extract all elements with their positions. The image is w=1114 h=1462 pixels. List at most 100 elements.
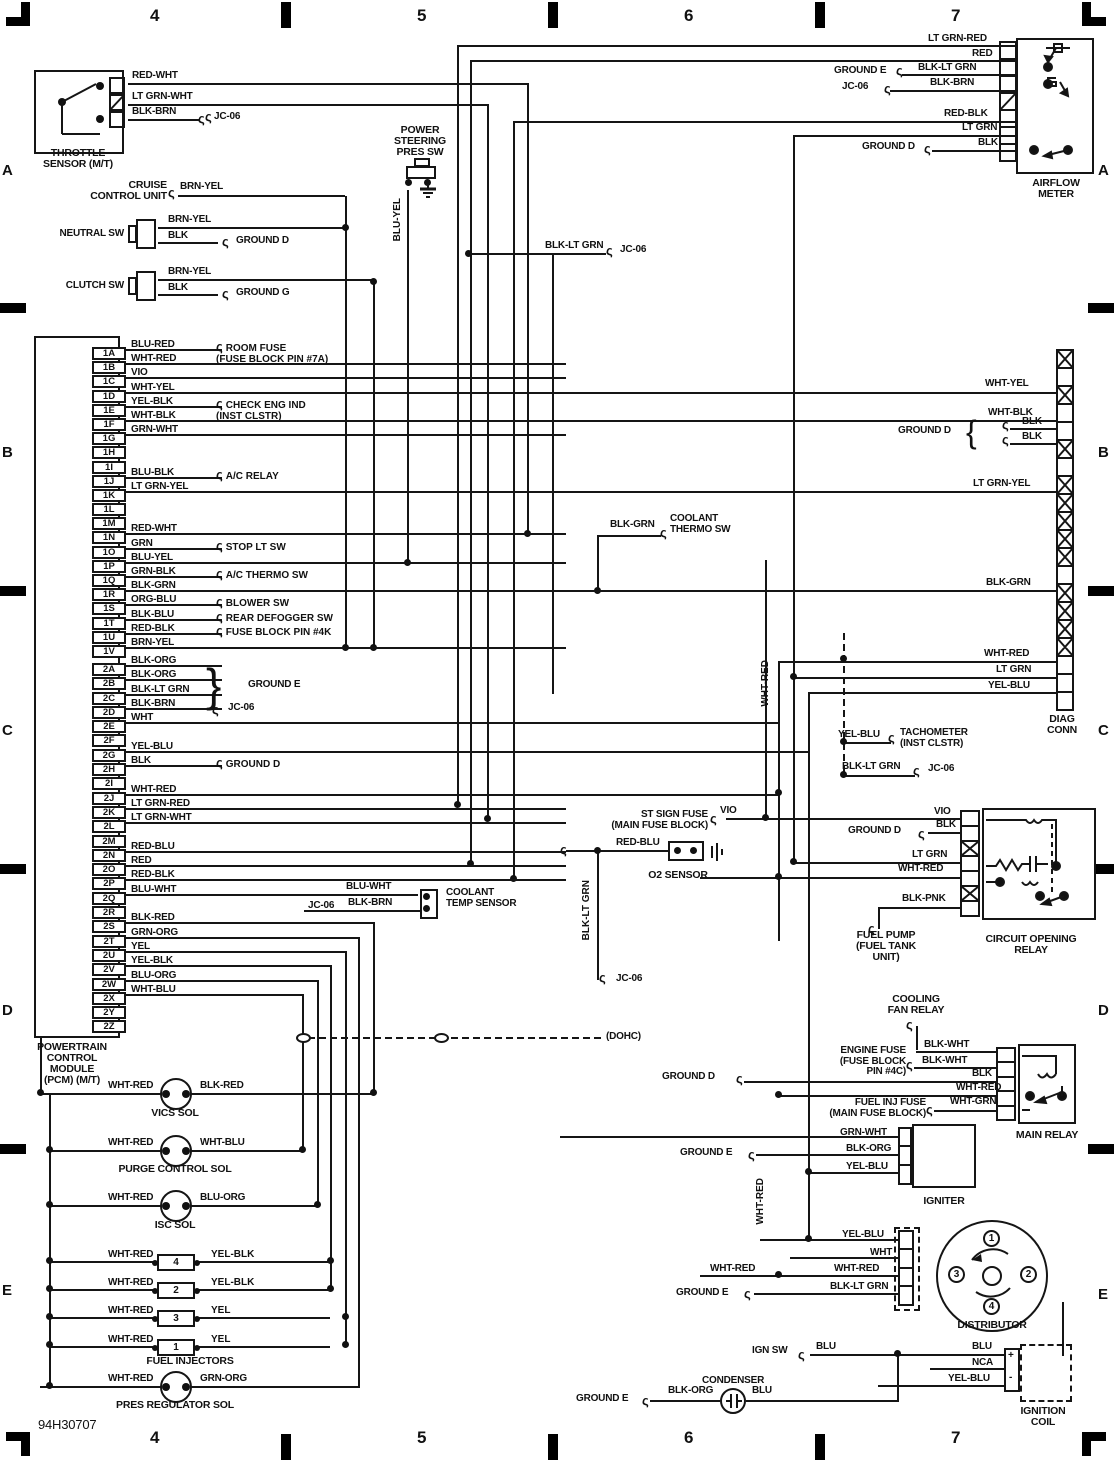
pcm-pin-id: 1T — [92, 616, 126, 630]
wire-label: BLK-LT GRN — [545, 240, 604, 251]
isc-solenoid-symbol — [160, 1190, 192, 1222]
wire-label: WHT-RED — [108, 1137, 154, 1148]
pcm-pin-row: 1T BLK-BLU REAR DEFOGGER SW — [92, 609, 712, 631]
wire-segment — [765, 560, 767, 820]
wire-destination-label: GROUND D — [216, 755, 280, 770]
wire-label: BLK — [168, 230, 188, 241]
connector-squiggle — [906, 1020, 913, 1030]
ground-label: GROUND D — [862, 141, 915, 152]
wire-color-label: GRN — [131, 537, 153, 549]
pcm-pin-id: 1M — [92, 517, 126, 531]
wire-color-label: WHT-BLU — [131, 983, 176, 995]
wire-label: WHT-BLU — [200, 1137, 245, 1148]
wire-color-label: YEL — [131, 940, 150, 952]
wire-color-label: BLU-RED — [131, 339, 175, 350]
junction-dot — [342, 1313, 349, 1320]
wire-color-label: GRN-WHT — [131, 424, 178, 436]
pcm-pin-id: 1F — [92, 417, 126, 431]
wire-segment — [756, 1154, 898, 1156]
airflow-meter-title: AIRFLOW METER — [1032, 177, 1080, 200]
injector-symbol: 1 — [152, 1338, 200, 1356]
wire-label: LT GRN — [996, 664, 1032, 675]
wire-segment — [843, 775, 915, 777]
junction-dot — [327, 1285, 334, 1292]
coil-connector — [1004, 1348, 1020, 1392]
pcm-pin-id: 2F — [92, 734, 126, 748]
pcm-title: POWERTRAIN CONTROL MODULE (PCM) (M/T) — [37, 1041, 107, 1086]
junction-label: JC-06 — [228, 702, 255, 713]
connector-squiggle — [222, 289, 229, 299]
wire-segment — [126, 922, 373, 925]
connector-squiggle — [926, 1105, 933, 1115]
connector-squiggle — [168, 188, 175, 198]
junction-dot — [370, 278, 377, 285]
wire-color-label: BLK-BLU — [131, 608, 175, 620]
wire-color-label: BLU-YEL — [131, 551, 173, 563]
pcm-pin-row: 2P RED-BLK — [92, 869, 712, 891]
wire-destination-label: A/C THERMO SW — [216, 566, 308, 581]
wire-segment — [928, 832, 962, 834]
ground-label: GROUND D — [236, 235, 289, 246]
pcm-pin-id: 1K — [92, 488, 126, 502]
distributor-terminal-1: 1 — [983, 1230, 1000, 1247]
connector-squiggle — [216, 609, 223, 624]
wire-segment — [126, 646, 566, 649]
junction-dot — [790, 858, 797, 865]
pcm-pin-row: 2M — [92, 834, 712, 849]
junction-dot — [342, 224, 349, 231]
wire-label: YEL-BLU — [948, 1373, 990, 1384]
pcm-pin-row: 1A BLU-RED ROOM FUSE (FUSE BLOCK PIN #7A… — [92, 339, 712, 365]
fuel-injectors-title: FUEL INJECTORS — [146, 1355, 234, 1367]
grid-row-label: B — [1098, 444, 1109, 461]
grid-tick — [1088, 1144, 1114, 1154]
igniter-connector-strip — [898, 1127, 912, 1185]
wire-segment — [793, 135, 1018, 137]
connector-oval — [296, 1033, 311, 1043]
grid-tick — [281, 1434, 291, 1460]
wire-segment — [126, 979, 317, 982]
pcm-pin-id: 1R — [92, 588, 126, 602]
wire-color-label: GRN-BLK — [131, 566, 176, 577]
wire-segment — [457, 45, 1018, 47]
pcm-pin-id: 1L — [92, 503, 126, 517]
circuit-opening-relay-title: CIRCUIT OPENING RELAY — [985, 933, 1077, 956]
connector-squiggle — [918, 829, 925, 839]
grid-tick — [548, 1434, 558, 1460]
power-steering-switch-symbol — [406, 166, 436, 179]
grid-col-label: 4 — [150, 6, 160, 25]
junction-dot — [840, 771, 847, 778]
wire-segment — [126, 632, 222, 635]
grid-tick — [0, 303, 26, 313]
wire-segment — [650, 1400, 720, 1402]
junction-dot — [805, 1235, 812, 1242]
grid-tick — [1088, 864, 1114, 874]
connector-squiggle — [198, 114, 205, 124]
pcm-pin-id: 2S — [92, 920, 126, 934]
pcm-pin-row: 1I — [92, 460, 712, 475]
junction-dot — [370, 1089, 377, 1096]
grid-col-label: 7 — [951, 6, 961, 25]
fuel-inj-fuse-title: FUEL INJ FUSE (MAIN FUSE BLOCK) — [829, 1097, 926, 1119]
pcm-pin-row: 1M — [92, 517, 712, 531]
junction-dot — [46, 1313, 53, 1320]
ign-sw-label: IGN SW — [752, 1345, 788, 1356]
grid-row-label: A — [1098, 162, 1109, 179]
wire-color-label: WHT-RED — [108, 1305, 154, 1317]
wire-color-label: WHT-YEL — [131, 381, 175, 393]
main-relay-title: MAIN RELAY — [1015, 1129, 1079, 1141]
ground-label: GROUND E — [576, 1393, 629, 1404]
wire-label: BLK-LT GRN — [842, 761, 901, 772]
wire-label: BRN-YEL — [168, 214, 212, 225]
pcm-pin-row: 2J WHT-RED — [92, 784, 778, 806]
ground-label: GROUND D — [898, 425, 951, 436]
pcm-pin-id: 2X — [92, 991, 126, 1005]
vics-solenoid-symbol — [160, 1078, 192, 1110]
wire-color-label: GRN-ORG — [131, 926, 178, 938]
relay-connector-strip — [996, 1047, 1016, 1121]
pcm-pin-id: 2Q — [92, 891, 126, 905]
wire-label: LT GRN-RED — [928, 33, 987, 44]
wire-segment — [345, 951, 347, 1319]
wire-segment — [128, 104, 487, 106]
wire-segment — [916, 1026, 918, 1050]
ignition-coil-title: IGNITION COIL — [1020, 1405, 1066, 1428]
